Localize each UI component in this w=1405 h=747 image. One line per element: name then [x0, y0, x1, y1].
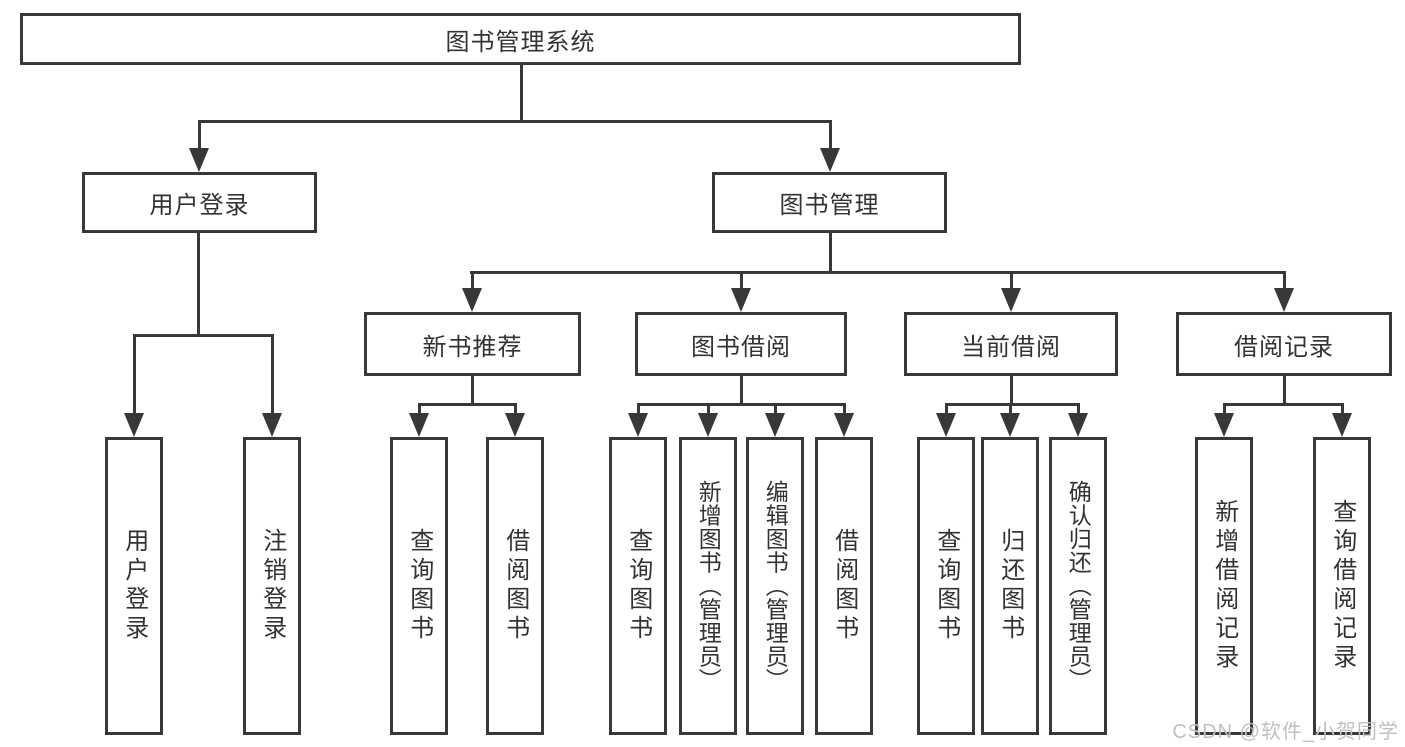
leaf-logout: 注销登录 — [243, 437, 301, 735]
connector-line — [1009, 403, 1012, 415]
connector-line — [197, 231, 200, 337]
leaf-edit-books-admin: 编辑图书（管理员） — [746, 437, 804, 735]
leaf-label: 新增借阅记录 — [1210, 499, 1238, 673]
node-label: 新书推荐 — [422, 333, 523, 361]
arrow-down-icon — [1214, 413, 1234, 437]
connector-line — [1283, 271, 1286, 290]
node-library-management-system: 图书管理系统 — [20, 13, 1021, 65]
arrow-down-icon — [189, 148, 209, 172]
connector-line — [843, 403, 846, 415]
connector-line — [271, 334, 274, 415]
leaf-add-borrow-record: 新增借阅记录 — [1195, 437, 1253, 735]
leaf-query-books-recommend: 查询图书 — [390, 437, 448, 735]
connector-line — [418, 403, 421, 415]
leaf-query-books-borrow: 查询图书 — [609, 437, 667, 735]
connector-line — [198, 120, 201, 150]
arrow-down-icon — [765, 413, 785, 437]
connector-line — [1077, 403, 1080, 415]
connector-line — [1341, 403, 1344, 415]
connector-line — [470, 271, 1286, 274]
connector-line — [471, 271, 474, 290]
connector-line — [637, 403, 845, 406]
connector-line — [133, 334, 273, 337]
connector-line — [774, 403, 777, 415]
node-current-borrowing: 当前借阅 — [904, 312, 1118, 376]
node-label: 借阅记录 — [1234, 333, 1334, 361]
connector-line — [1010, 271, 1013, 290]
leaf-label: 归还图书 — [996, 528, 1024, 644]
arrow-down-icon — [1068, 413, 1088, 437]
connector-line — [133, 334, 136, 415]
leaf-label: 查询图书 — [624, 528, 652, 644]
leaf-label: 查询图书 — [405, 528, 433, 644]
leaf-label: 借阅图书 — [830, 528, 858, 644]
connector-line — [829, 120, 832, 150]
connector-line — [520, 64, 523, 123]
node-borrowing-records: 借阅记录 — [1176, 312, 1392, 376]
node-book-management: 图书管理 — [712, 172, 947, 233]
arrow-down-icon — [698, 413, 718, 437]
leaf-label: 确认归还（管理员） — [1065, 480, 1092, 692]
leaf-confirm-return-admin: 确认归还（管理员） — [1049, 437, 1107, 735]
connector-line — [945, 403, 948, 415]
connector-line — [471, 374, 474, 406]
arrow-down-icon — [505, 413, 525, 437]
leaf-query-books-current: 查询图书 — [917, 437, 975, 735]
connector-line — [740, 271, 743, 290]
node-label: 图书管理系统 — [445, 28, 596, 56]
connector-line — [1223, 403, 1226, 415]
node-book-borrowing: 图书借阅 — [635, 312, 847, 376]
connector-line — [740, 374, 743, 406]
arrow-down-icon — [628, 413, 648, 437]
node-new-book-recommend: 新书推荐 — [364, 312, 581, 376]
leaf-borrow-books: 借阅图书 — [815, 437, 873, 735]
leaf-label: 新增图书（管理员） — [695, 480, 722, 692]
connector-line — [1010, 374, 1013, 406]
node-label: 当前借阅 — [961, 333, 1061, 361]
connector-line — [945, 403, 1079, 406]
leaf-query-borrow-record: 查询借阅记录 — [1313, 437, 1371, 735]
arrow-down-icon — [834, 413, 854, 437]
leaf-label: 查询借阅记录 — [1328, 499, 1356, 673]
leaf-return-books: 归还图书 — [981, 437, 1039, 735]
arrow-down-icon — [262, 413, 282, 437]
leaf-label: 查询图书 — [932, 528, 960, 644]
connector-line — [418, 403, 516, 406]
node-label: 用户登录 — [149, 192, 250, 219]
node-label: 图书借阅 — [691, 333, 791, 361]
leaf-label: 用户登录 — [120, 528, 148, 644]
connector-line — [514, 403, 517, 415]
arrow-down-icon — [1000, 413, 1020, 437]
leaf-label: 借阅图书 — [501, 528, 529, 644]
connector-line — [707, 403, 710, 415]
leaf-label: 编辑图书（管理员） — [762, 480, 789, 692]
leaf-add-books-admin: 新增图书（管理员） — [679, 437, 737, 735]
arrow-down-icon — [409, 413, 429, 437]
leaf-borrow-books-recommend: 借阅图书 — [486, 437, 544, 735]
leaf-label: 注销登录 — [258, 528, 286, 644]
csdn-watermark: CSDN @软件_小贺同学 — [1172, 721, 1399, 743]
connector-line — [198, 120, 832, 123]
leaf-user-login: 用户登录 — [105, 437, 163, 735]
connector-line — [637, 403, 640, 415]
node-label: 图书管理 — [779, 192, 880, 219]
node-user-login: 用户登录 — [82, 172, 317, 233]
arrow-down-icon — [820, 148, 840, 172]
arrow-down-icon — [1274, 288, 1294, 312]
connector-line — [1283, 374, 1286, 406]
arrow-down-icon — [124, 413, 144, 437]
arrow-down-icon — [731, 288, 751, 312]
arrow-down-icon — [462, 288, 482, 312]
arrow-down-icon — [936, 413, 956, 437]
connector-line — [829, 231, 832, 274]
arrow-down-icon — [1332, 413, 1352, 437]
connector-line — [1223, 403, 1343, 406]
arrow-down-icon — [1001, 288, 1021, 312]
